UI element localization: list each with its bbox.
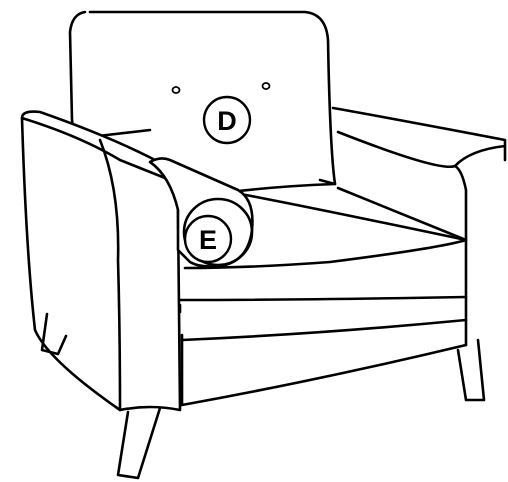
leg-left-back [40, 312, 68, 356]
seat-front-lower [180, 333, 468, 407]
leg-front-left [116, 406, 162, 480]
bolster-pillow-end [182, 197, 254, 267]
right-arm-front [453, 164, 468, 347]
button-tuft-right [261, 82, 271, 90]
button-tuft-left [171, 86, 181, 94]
seat-cushion-top [183, 190, 468, 270]
callout-d: D [202, 95, 252, 145]
callout-e-label: E [199, 225, 217, 255]
left-arm-inner-edge [20, 116, 172, 182]
left-arm [20, 110, 182, 412]
callout-d-circle [202, 95, 252, 145]
back-cushion-bottom [228, 182, 337, 194]
right-arm-top [331, 106, 507, 169]
seat-front-middle [178, 303, 468, 342]
seat-front-upper [178, 295, 468, 302]
left-arm-side-line [98, 138, 122, 412]
callout-d-label: D [217, 106, 237, 136]
leg-right-front [456, 338, 486, 402]
callout-e: E [183, 214, 233, 264]
callout-e-circle [183, 214, 233, 264]
seat-cushion-back-edge [336, 186, 468, 242]
